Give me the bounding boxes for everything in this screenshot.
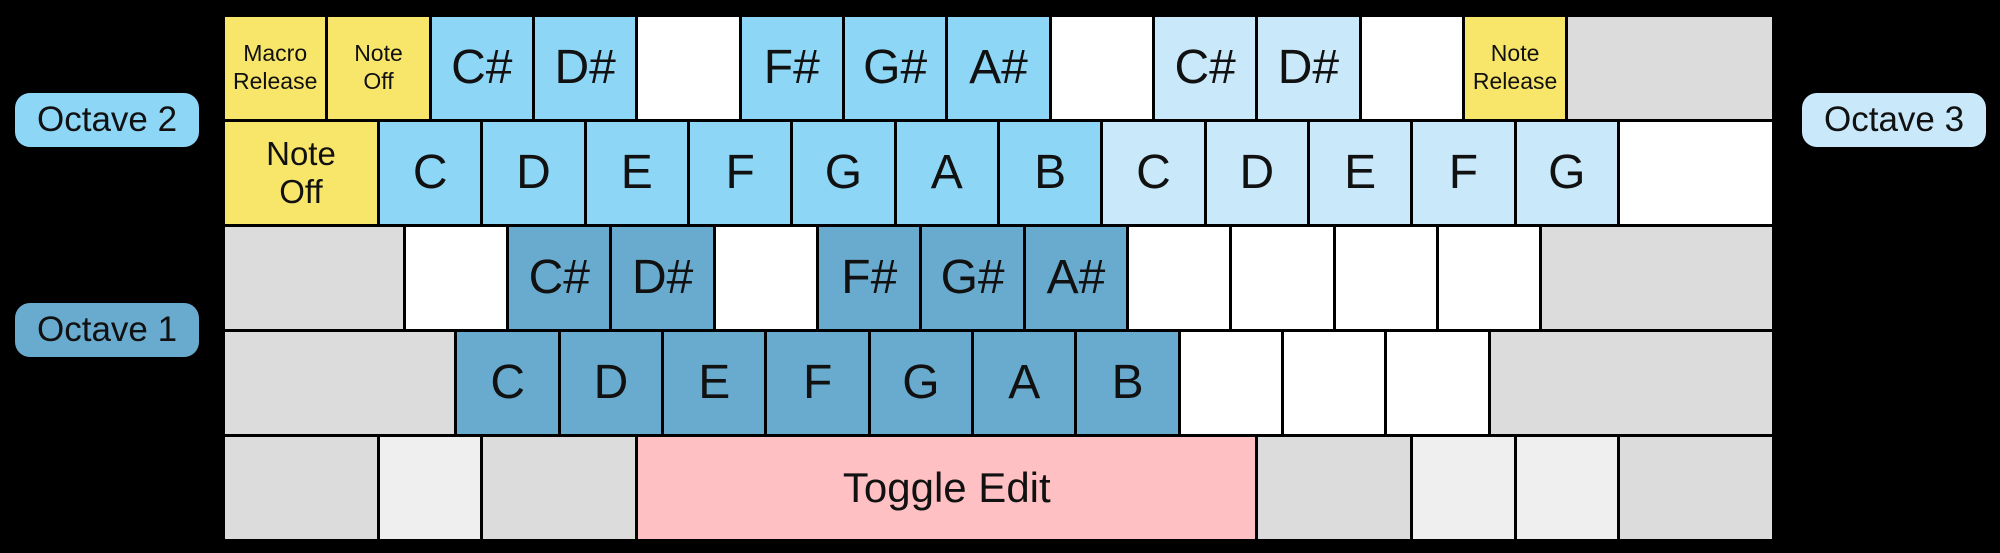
key-g-oct3: G (1516, 122, 1617, 224)
key-unmapped (1387, 332, 1488, 434)
key-fsharp-oct1: F# (819, 227, 920, 329)
key-unmapped (1284, 332, 1385, 434)
key-unmapped (1335, 227, 1437, 329)
key-c-oct2: C (379, 122, 481, 224)
key-note-off-top: Note Off (328, 17, 429, 119)
key-macro-release: Macro Release (225, 17, 326, 119)
key-d-oct2: D (483, 122, 584, 224)
key-dsharp-oct1: D# (612, 227, 713, 329)
key-unmapped (405, 227, 507, 329)
keyboard-row: C#D# F#G#A# (225, 227, 1772, 329)
key-asharp-oct2: A# (948, 17, 1049, 119)
key-unmapped (1619, 122, 1772, 224)
key-unmapped (1439, 227, 1540, 329)
key-c-oct3: C (1103, 122, 1204, 224)
key-alt-left (483, 437, 636, 539)
key-csharp-oct3: C# (1154, 17, 1256, 119)
key-f-oct1: F (767, 332, 868, 434)
key-a-oct2: A (896, 122, 997, 224)
key-gsharp-oct1: G# (922, 227, 1023, 329)
key-menu (1516, 437, 1617, 539)
key-fsharp-oct2: F# (741, 17, 842, 119)
key-alt-right (1258, 437, 1411, 539)
key-note-release: Note Release (1464, 17, 1566, 119)
key-dsharp-oct2: D# (534, 17, 636, 119)
key-c-oct1: C (457, 332, 558, 434)
key-csharp-oct2: C# (431, 17, 532, 119)
key-f-oct2: F (689, 122, 791, 224)
key-dsharp-oct3: D# (1258, 17, 1359, 119)
key-note-off: Note Off (225, 122, 377, 224)
key-f-oct3: F (1413, 122, 1514, 224)
key-unmapped (1129, 227, 1230, 329)
key-shift-left (225, 332, 455, 434)
key-e-oct2: E (586, 122, 687, 224)
key-g-oct1: G (870, 332, 972, 434)
key-b-oct1: B (1077, 332, 1178, 434)
octave-2-label: Octave 2 (15, 93, 200, 147)
key-csharp-oct1: C# (509, 227, 610, 329)
key-unmapped (1051, 17, 1152, 119)
key-unmapped (715, 227, 817, 329)
key-unmapped (1180, 332, 1282, 434)
key-d-oct3: D (1206, 122, 1307, 224)
key-asharp-oct1: A# (1025, 227, 1127, 329)
octave-1-label: Octave 1 (15, 303, 200, 357)
octave-3-label: Octave 3 (1802, 93, 1987, 147)
key-unmapped (1361, 17, 1462, 119)
key-win-right (1413, 437, 1514, 539)
key-g-oct2: G (793, 122, 894, 224)
key-win-left (379, 437, 481, 539)
keyboard-row: Toggle Edit (225, 437, 1772, 539)
key-e-oct1: E (664, 332, 765, 434)
key-unmapped (638, 17, 739, 119)
key-ctrl-left (225, 437, 377, 539)
key-ctrl-right (1619, 437, 1772, 539)
key-unmapped (1232, 227, 1333, 329)
key-backspace (1568, 17, 1772, 119)
key-d-oct1: D (560, 332, 662, 434)
key-toggle-edit: Toggle Edit (638, 437, 1256, 539)
key-gsharp-oct2: G# (844, 17, 946, 119)
key-b-oct2: B (999, 122, 1101, 224)
key-e-oct3: E (1309, 122, 1411, 224)
key-enter (1542, 227, 1772, 329)
key-shift-right (1490, 332, 1772, 434)
key-a-oct1: A (974, 332, 1075, 434)
key-caps-lock (225, 227, 403, 329)
